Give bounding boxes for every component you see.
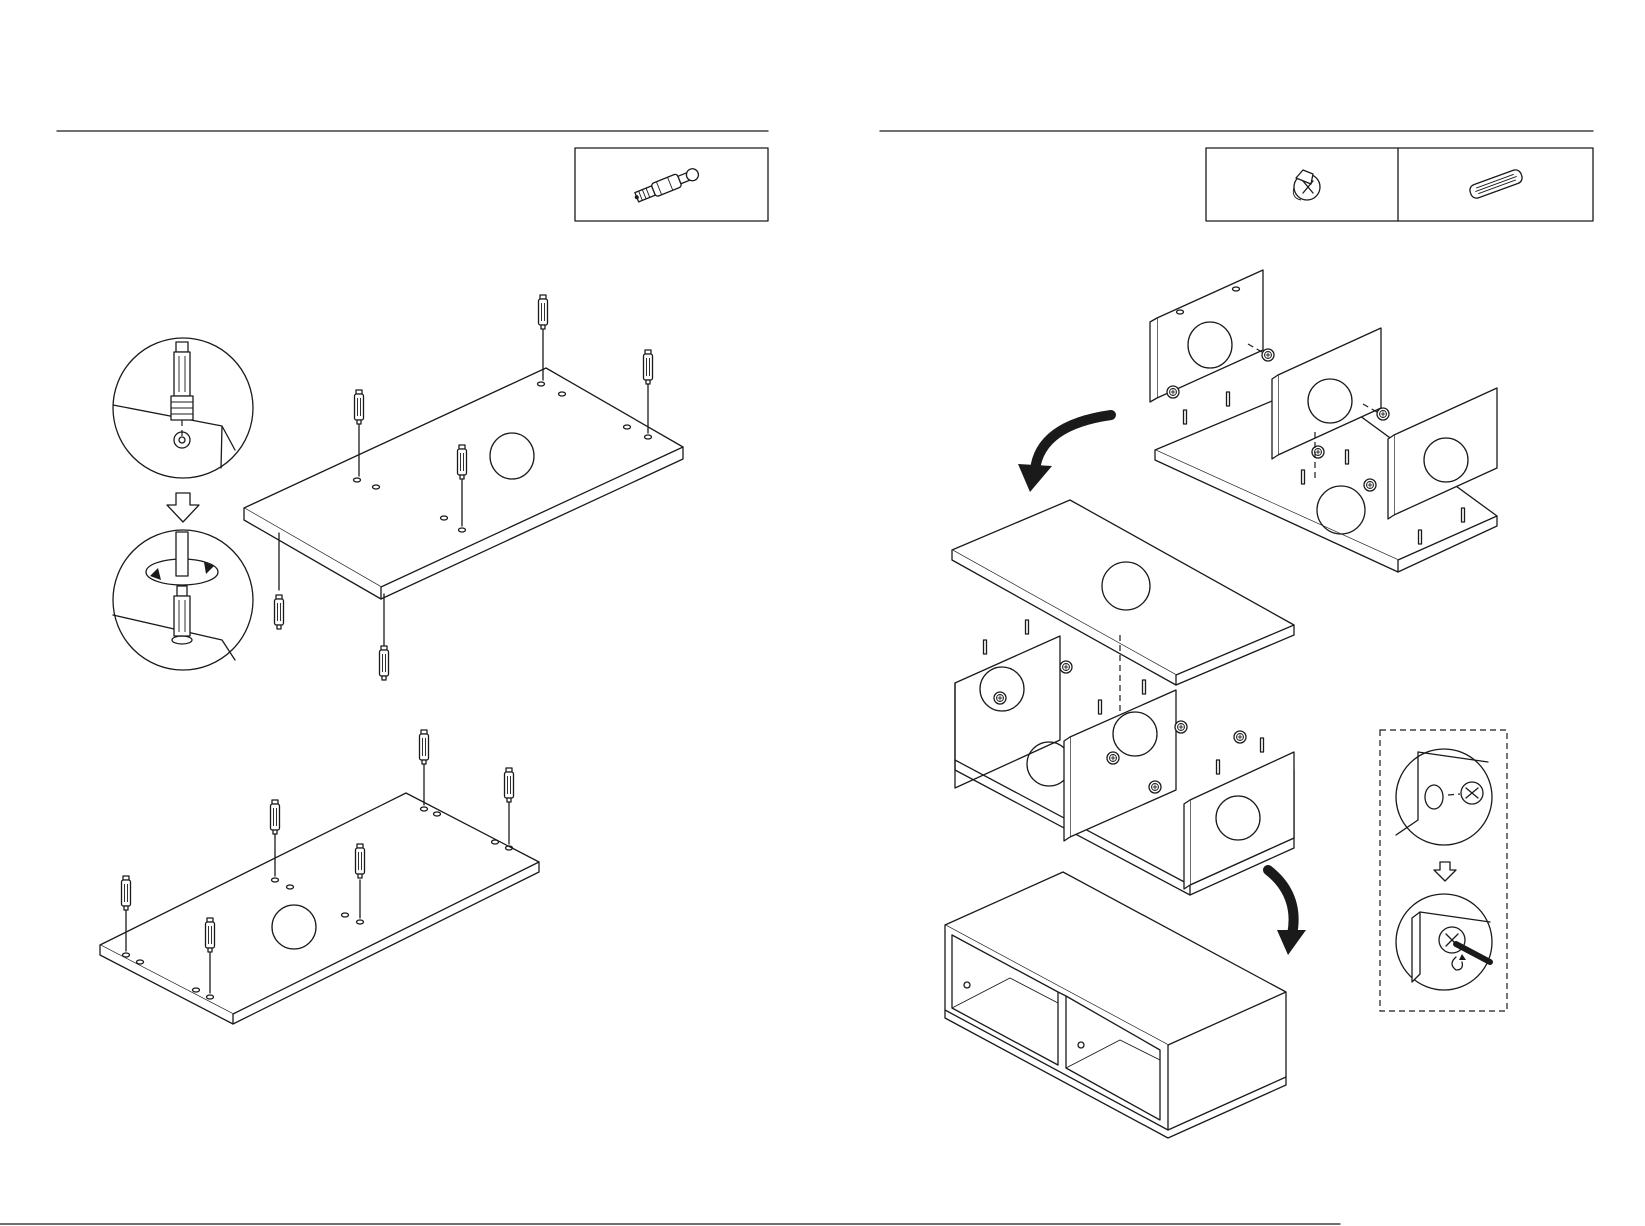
down-arrow-icon-2	[1434, 862, 1456, 881]
top-panel-icon	[244, 295, 683, 680]
left-hardware-box	[575, 148, 768, 221]
right-hardware-box	[1206, 148, 1593, 221]
cam-lock-insert-icon	[1396, 749, 1492, 845]
cam-lock-turn-icon	[1396, 894, 1492, 990]
curved-arrow-icon-2	[1268, 870, 1306, 955]
curved-arrow-icon	[1018, 415, 1111, 492]
exploded-top-icon	[952, 500, 1294, 895]
down-arrow-icon	[167, 493, 199, 522]
bottom-panel-icon	[100, 730, 539, 1024]
cam-bolt-closeup-icon	[113, 338, 253, 478]
screwdriver-rotate-icon	[113, 530, 253, 670]
assembled-cabinet-icon	[945, 872, 1286, 1138]
base-with-sides-icon	[1150, 270, 1497, 572]
cam-lock-detail-box	[1380, 730, 1507, 1011]
